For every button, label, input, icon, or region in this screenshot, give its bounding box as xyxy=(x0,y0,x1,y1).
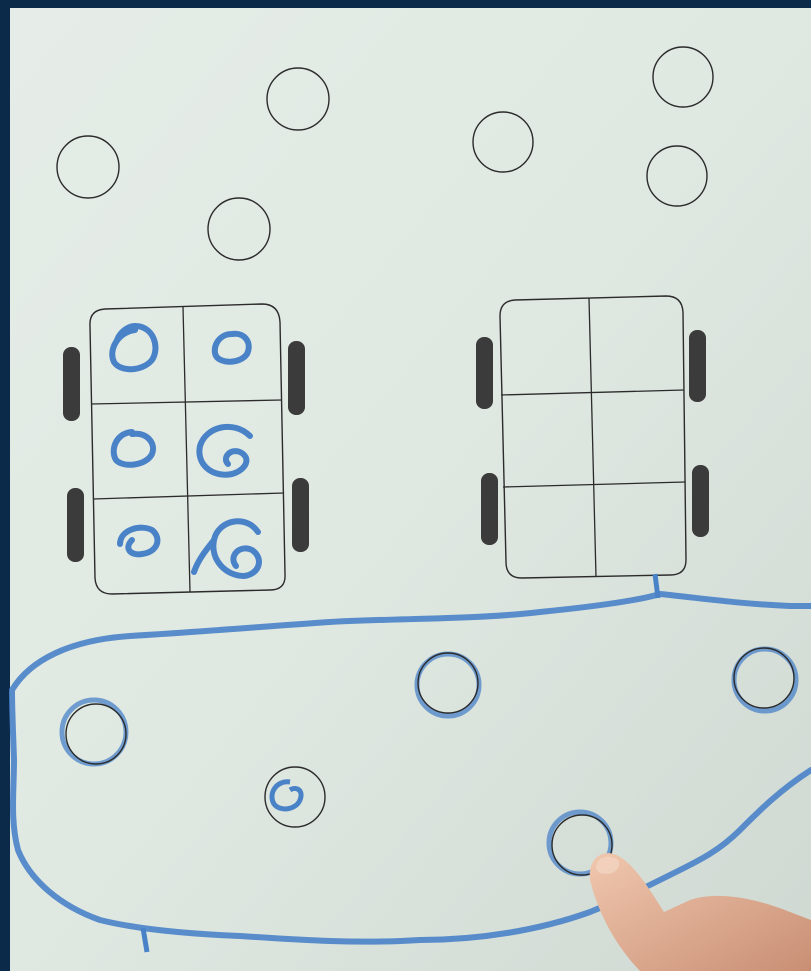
left-car-tire-bottom-left xyxy=(67,488,84,562)
right-car-tire-top-left xyxy=(476,337,493,409)
right-car-tire-bottom-left xyxy=(481,473,498,545)
left-car-tire-top-right xyxy=(288,341,305,415)
right-car-tire-bottom-right xyxy=(692,465,709,537)
paper-sheet xyxy=(10,8,811,971)
left-car-tire-top-left xyxy=(63,347,80,421)
right-car-tire-top-right xyxy=(689,330,706,402)
marker-lasso-tick xyxy=(655,574,658,598)
left-car-tire-bottom-right xyxy=(292,478,309,552)
